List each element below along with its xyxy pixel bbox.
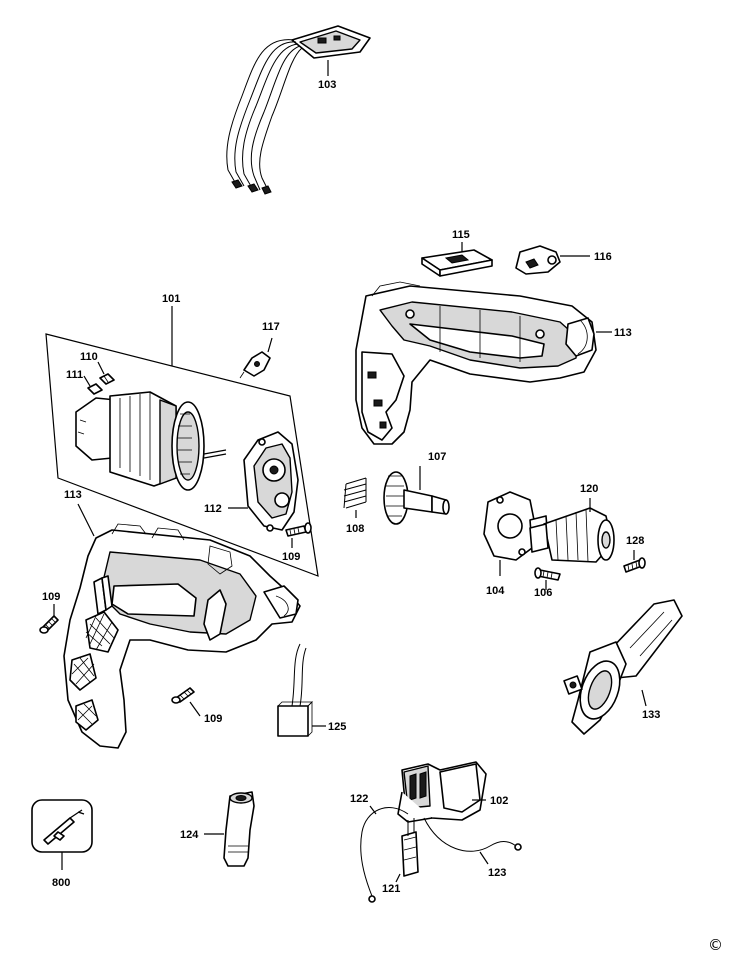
part-800-service-tool[interactable] bbox=[31, 799, 93, 853]
part-113-housing-right-half[interactable] bbox=[355, 281, 597, 445]
label-108: 108 bbox=[346, 523, 364, 535]
label-128: 128 bbox=[626, 535, 644, 547]
copyright-symbol: © bbox=[708, 936, 723, 954]
label-104: 104 bbox=[486, 585, 505, 597]
part-128-chuck-screw[interactable] bbox=[623, 557, 646, 573]
label-101: 101 bbox=[162, 293, 180, 305]
part-108-spring[interactable] bbox=[343, 477, 367, 509]
part-113-housing-left-half[interactable] bbox=[63, 523, 301, 749]
part-117-clip[interactable] bbox=[239, 351, 271, 379]
part-123-wire[interactable] bbox=[423, 817, 522, 852]
part-124-handle-grip[interactable] bbox=[223, 791, 255, 867]
part-111-carbon-brush[interactable] bbox=[87, 383, 103, 395]
label-121: 121 bbox=[382, 883, 400, 895]
part-133-side-handle[interactable] bbox=[563, 599, 683, 735]
label-124: 124 bbox=[180, 829, 199, 841]
label-117: 117 bbox=[262, 321, 280, 333]
label-106: 106 bbox=[534, 587, 552, 599]
label-107: 107 bbox=[428, 451, 446, 463]
label-102: 102 bbox=[490, 795, 508, 807]
label-120: 120 bbox=[580, 483, 598, 495]
part-122-wire[interactable] bbox=[360, 807, 409, 903]
part-109-screw-left[interactable] bbox=[39, 615, 59, 634]
part-107-spindle-gear[interactable] bbox=[383, 471, 450, 525]
label-115: 115 bbox=[452, 229, 470, 241]
label-111: 111 bbox=[66, 369, 83, 381]
label-109-kit: 109 bbox=[282, 551, 300, 563]
label-116: 116 bbox=[594, 251, 612, 263]
part-motor-armature-field[interactable] bbox=[75, 391, 227, 491]
label-133: 133 bbox=[642, 709, 660, 721]
label-109-bottom: 109 bbox=[204, 713, 222, 725]
part-115-slide-button[interactable] bbox=[421, 249, 493, 277]
label-113-main: 113 bbox=[64, 489, 82, 501]
label-109-left: 109 bbox=[42, 591, 60, 603]
part-109-screw-kit[interactable] bbox=[285, 522, 312, 537]
label-122: 122 bbox=[350, 793, 368, 805]
label-125: 125 bbox=[328, 721, 346, 733]
label-103: 103 bbox=[318, 79, 336, 91]
label-110: 110 bbox=[80, 351, 98, 363]
kit-101-outline bbox=[45, 333, 319, 577]
part-125-capacitor[interactable] bbox=[277, 643, 313, 737]
part-109-screw-bottom[interactable] bbox=[171, 687, 195, 704]
label-113-top: 113 bbox=[614, 327, 632, 339]
label-112: 112 bbox=[204, 503, 222, 515]
part-110-brush-holder[interactable] bbox=[99, 373, 115, 385]
part-103-electronic-module[interactable] bbox=[226, 25, 371, 195]
label-800: 800 bbox=[52, 877, 70, 889]
label-123: 123 bbox=[488, 867, 506, 879]
part-121-cable-sleeve[interactable] bbox=[401, 818, 419, 877]
part-112-gear-housing[interactable] bbox=[243, 431, 299, 532]
part-106-screw[interactable] bbox=[534, 567, 561, 581]
part-102-switch[interactable] bbox=[397, 761, 487, 823]
part-116-lock-button[interactable] bbox=[515, 245, 561, 275]
